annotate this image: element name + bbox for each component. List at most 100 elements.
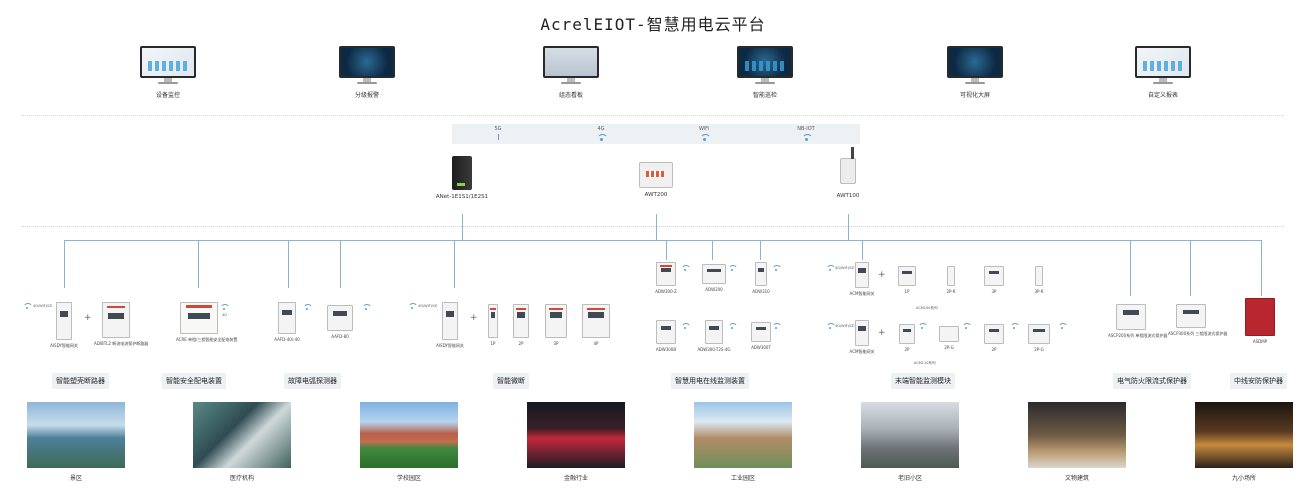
app-big-screen[interactable]: 可视化大屏 (915, 46, 1035, 99)
wifi-icon (728, 265, 738, 271)
device-acm110-2p[interactable]: 2P (896, 324, 918, 352)
connector-line (666, 240, 667, 260)
gateway-label: ANet-1E1S1/1E2S1 (435, 194, 489, 200)
category-mccb[interactable]: 智能塑壳断路器 (52, 373, 109, 389)
connector-line (1130, 240, 1131, 296)
gateway-anet[interactable]: ANet-1E1S1/1E2S1 (420, 156, 504, 200)
app-label: 智能巡检 (752, 92, 777, 99)
device-aafd-80[interactable]: AAFD-80 (322, 305, 358, 339)
category-mcb[interactable]: 智能微断 (493, 373, 529, 389)
category-safe-distribution[interactable]: 智能安全配电装置 (162, 373, 226, 389)
module-icon (488, 304, 498, 338)
device-3p[interactable]: 3P (542, 304, 570, 346)
wifi-label: 4G (222, 313, 227, 317)
device-label: ADW300-T2S-4G (697, 347, 731, 352)
scene-photo-finance (527, 402, 625, 468)
wifi-icon (596, 134, 608, 141)
device-acre[interactable]: ACRE 单相/三相智能安全配电装置 (176, 302, 237, 342)
scene-label: 工业园区 (730, 475, 755, 482)
device-adw200[interactable]: ADW200 (700, 264, 728, 292)
device-aisdy-gateway[interactable]: AISDY智能网关 (430, 302, 470, 348)
device-acm-3p-r[interactable]: 3P-R (1028, 266, 1050, 294)
device-acm110-2p-g[interactable]: 2P-G (936, 326, 962, 350)
module-icon (899, 324, 915, 344)
app-label: 设备监控 (155, 92, 180, 99)
app-report[interactable]: 自定义报表 (1103, 46, 1223, 99)
category-arc-detector[interactable]: 故障电弧探测器 (284, 373, 341, 389)
device-adw300t[interactable]: ADW300T (748, 322, 774, 350)
device-acm-3p[interactable]: 3P (982, 266, 1006, 294)
wifi-label: 4G/WIFI/CE (835, 324, 855, 328)
device-adw300-z[interactable]: ADW300-Z (652, 262, 680, 294)
device-ascp200[interactable]: ASCP200系列 单相限流式保护器 (1108, 304, 1168, 338)
gateway-awt100[interactable]: AWT100 (818, 147, 878, 199)
device-label: ASDMP (1252, 339, 1268, 344)
wifi-icon (303, 304, 313, 310)
device-adw310[interactable]: ADW310 (750, 262, 772, 294)
gateway-awt200[interactable]: AWT200 (626, 158, 686, 198)
connector-line (848, 214, 849, 240)
device-4p[interactable]: 4P (580, 304, 612, 346)
wifi-icon (801, 134, 813, 141)
device-acm-gateway-2[interactable]: ACM智能网关 (844, 320, 880, 354)
device-label: 1P (490, 341, 496, 346)
scene-photo-old-community (861, 402, 959, 468)
device-adw300-t2s-4g[interactable]: ADW300-T2S-4G (696, 320, 732, 352)
device-adw300b[interactable]: ADW300B (652, 320, 680, 352)
device-acm110-2p-g-b[interactable]: 2P-G (1026, 324, 1052, 352)
device-aisdy[interactable]: AISDY智能网关 (44, 302, 84, 348)
module-icon (513, 304, 529, 338)
wifi-icon (1058, 323, 1068, 329)
device-acm110-2p-b[interactable]: 2P (982, 324, 1006, 352)
module-icon (984, 324, 1004, 344)
wifi-icon (772, 265, 782, 271)
network-5g: 5G (478, 126, 518, 140)
device-acm-gateway-1[interactable]: ACM智能网关 (844, 262, 880, 296)
category-online-monitoring[interactable]: 智慧用电在线监测装置 (671, 373, 749, 389)
device-label: ACM智能网关 (849, 291, 875, 296)
monitor-icon (543, 46, 599, 84)
module-icon (947, 266, 955, 286)
app-device-monitoring[interactable]: 设备监控 (108, 46, 228, 99)
app-alarm[interactable]: 分级报警 (307, 46, 427, 99)
device-2p[interactable]: 2P (510, 304, 532, 346)
device-label: 1P (904, 289, 910, 294)
module-icon (1245, 298, 1275, 336)
network-4g: 4G (581, 126, 621, 141)
app-dashboard[interactable]: 组态看板 (511, 46, 631, 99)
device-label: 3P (991, 289, 997, 294)
connector-line (760, 240, 761, 260)
connector-line (1261, 240, 1262, 296)
device-asdmp[interactable]: ASDMP (1240, 298, 1280, 344)
connector-line (462, 214, 463, 240)
device-acm-2p-r[interactable]: 2P-R (940, 266, 962, 294)
category-fire-limiter[interactable]: 电气防火限流式保护器 (1113, 373, 1191, 389)
device-label: AAFD-40/-40 (274, 337, 300, 342)
wifi-icon (699, 134, 711, 141)
device-acm-1p[interactable]: 1P (896, 266, 918, 294)
category-neutral-protector[interactable]: 中线安防保护器 (1230, 373, 1287, 389)
module-icon (656, 262, 676, 286)
module-icon (442, 302, 458, 340)
wifi-icon (826, 265, 836, 271)
connector-line (198, 240, 199, 288)
device-1p[interactable]: 1P (484, 304, 502, 346)
gateway-device-icon (639, 162, 673, 188)
module-icon (705, 320, 723, 344)
device-adibtl2[interactable]: ADIBTL2 断流电流保护断路器 (94, 302, 148, 346)
wifi-icon (408, 303, 418, 309)
monitor-icon (737, 46, 793, 84)
app-inspection[interactable]: 智能巡检 (705, 46, 825, 99)
module-icon (1176, 304, 1206, 328)
module-icon (751, 322, 771, 342)
connector-line (288, 240, 289, 288)
device-aafd-40[interactable]: AAFD-40/-40 (270, 302, 304, 342)
network-nbiot: NB-IOT (786, 126, 826, 141)
module-icon (102, 302, 130, 338)
device-label: 2P-G (944, 345, 954, 350)
device-label: ASCP200系列 单相限流式保护器 (1108, 333, 1168, 338)
category-terminal-module[interactable]: 末端智能监测模块 (891, 373, 955, 389)
scene-photo-medical (193, 402, 291, 468)
device-ascp300[interactable]: ASCP300系列 三相限流式保护器 (1168, 304, 1227, 336)
wifi-icon (918, 323, 928, 329)
